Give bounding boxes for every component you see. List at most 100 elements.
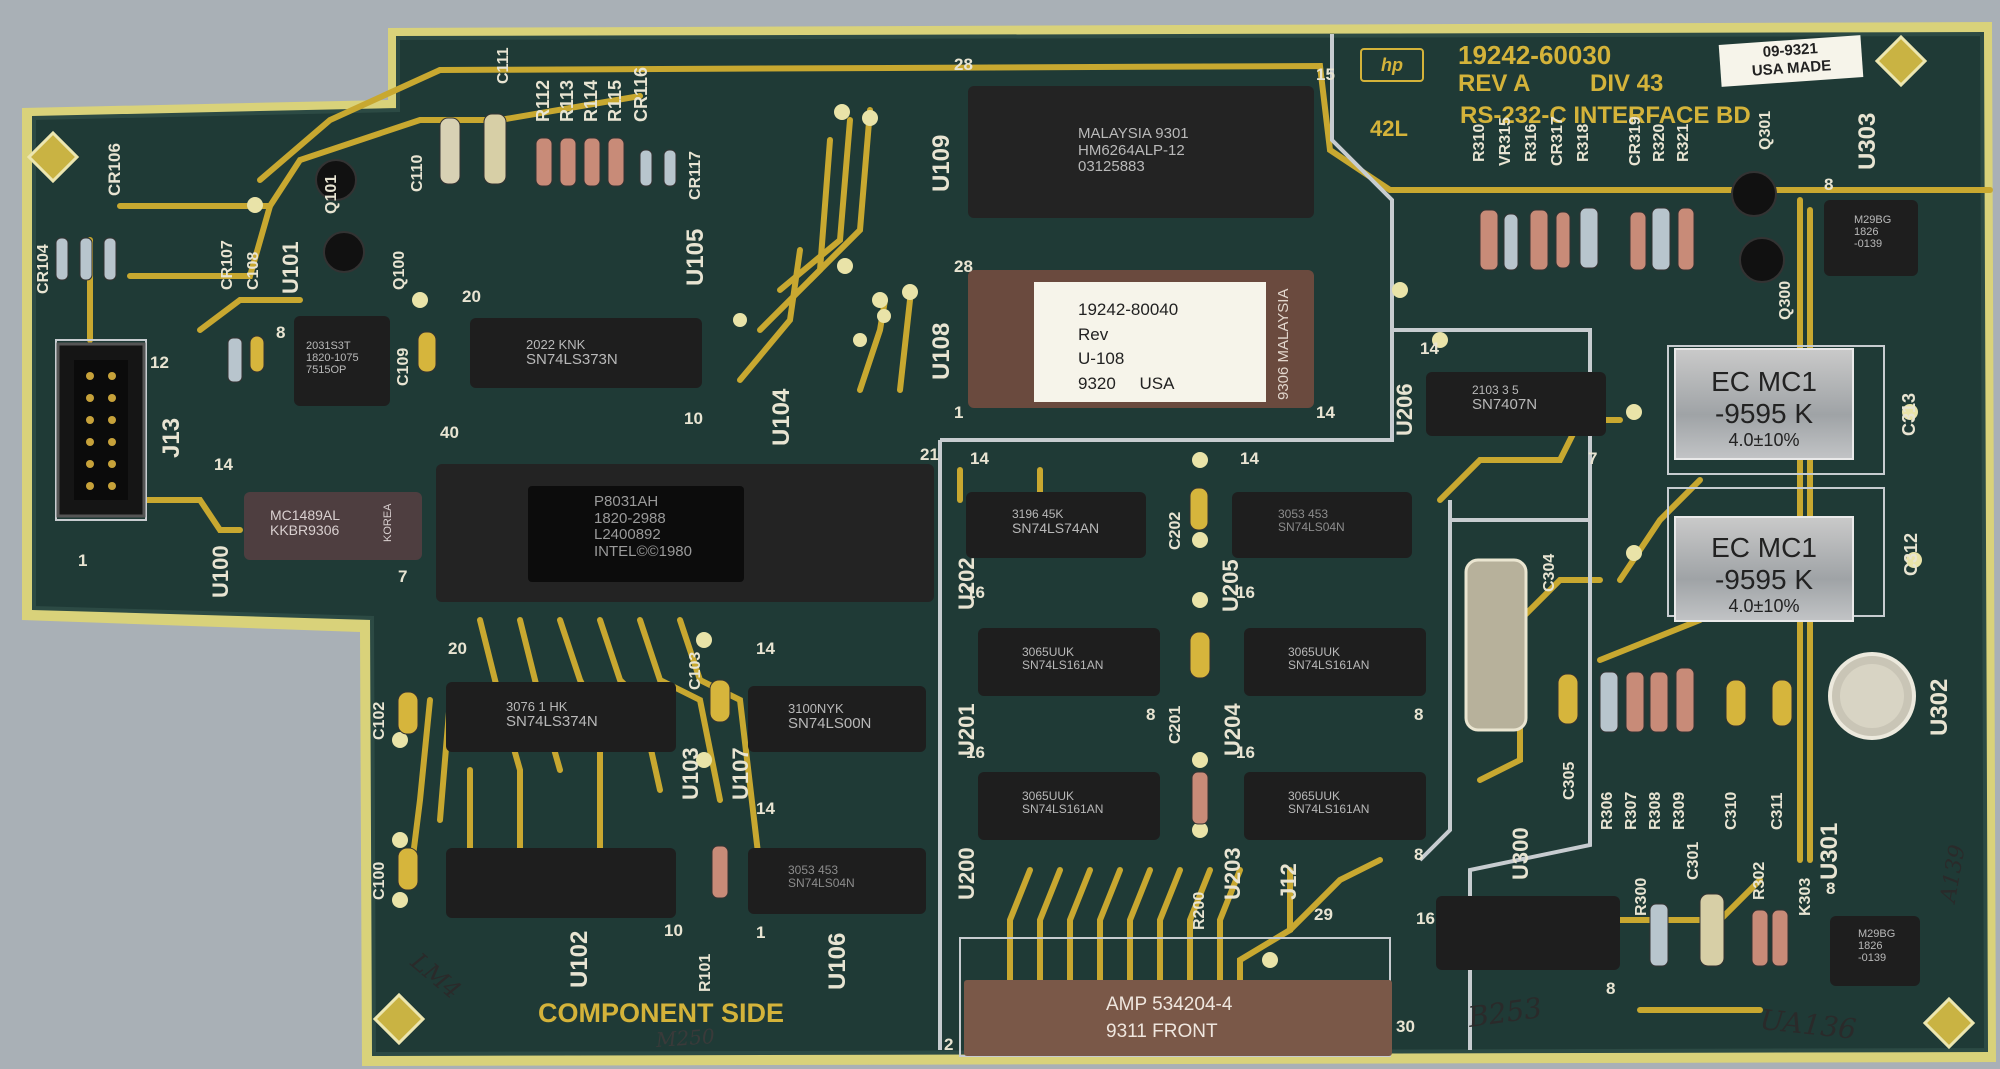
- ref-u203: U203: [1220, 847, 1245, 900]
- u303-line2: 1826: [1854, 226, 1879, 239]
- ref-c305: C305: [1561, 761, 1578, 800]
- ref-u101: U101: [278, 241, 303, 294]
- ref-c110: C110: [409, 154, 426, 192]
- chip-u300: [1436, 896, 1620, 970]
- board-title: RS-232-C INTERFACE BD: [1460, 102, 1751, 129]
- pin-label-u301-8: 8: [1826, 879, 1836, 898]
- chip-u106: 3053 453 SN74LS04N: [748, 848, 926, 914]
- u101-line2: 1820-1075: [306, 352, 359, 365]
- ref-q100: Q100: [391, 250, 408, 290]
- u108-label-line2: Rev: [1078, 324, 1109, 344]
- ref-k303: K303: [1797, 877, 1814, 916]
- ref-u303: U303: [1854, 112, 1881, 170]
- pin-label-j13-1: 1: [78, 551, 88, 570]
- ref-u200: U200: [954, 847, 979, 900]
- pin-label-u107-14: 14: [756, 639, 775, 658]
- ref-vr315: VR315: [1497, 117, 1514, 166]
- u204-line2: SN74LS161AN: [1288, 658, 1370, 673]
- component-side-label: COMPONENT SIDE: [538, 998, 785, 1028]
- ref-r101: R101: [697, 953, 714, 992]
- u203-line2: SN74LS161AN: [1288, 802, 1370, 817]
- ref-cr104: CR104: [35, 244, 52, 294]
- ref-r200: R200: [1191, 891, 1208, 930]
- board-revision: REV A: [1458, 70, 1531, 97]
- pin-label-u106-1: 1: [756, 923, 766, 942]
- c312-line3: 4.0±10%: [1728, 596, 1800, 616]
- u101-line3: 7515OP: [306, 364, 347, 377]
- ref-r300: R300: [1633, 877, 1650, 916]
- pin-label-u206-14: 14: [1420, 339, 1439, 358]
- capacitor-c312: EC MC1 -9595 K 4.0±10%: [1674, 516, 1854, 622]
- u109-line1: MALAYSIA 9301: [1078, 125, 1189, 142]
- ref-cr319: CR319: [1627, 116, 1644, 166]
- u108-eprom-label: 19242-80040 Rev U-108 9320 USA: [1034, 282, 1266, 402]
- board-code: 42L: [1370, 116, 1408, 141]
- u206-line1: 2103 3 5: [1472, 383, 1519, 397]
- ref-q300: Q300: [1777, 280, 1794, 320]
- u104-line1: P8031AH: [594, 493, 659, 510]
- u108-chip-code: 9306: [1275, 366, 1292, 400]
- connector-j12: AMP 534204-4 9311 FRONT: [964, 980, 1392, 1056]
- ref-u300: U300: [1508, 827, 1533, 880]
- board-division: DIV 43: [1590, 70, 1664, 97]
- ref-c111: C111: [495, 47, 512, 84]
- chip-u103: 3076 1 HK SN74LS374N: [446, 682, 676, 752]
- u104-line2: 1820-2988: [594, 509, 666, 527]
- chip-u100: MC1489AL KKBR9306 KOREA: [244, 492, 422, 560]
- ref-r114: R114: [581, 79, 601, 122]
- u109-line3: 03125883: [1078, 158, 1145, 175]
- u200-line2: SN74LS161AN: [1022, 802, 1104, 817]
- u108-label-origin: USA: [1139, 373, 1175, 393]
- chip-u204: 3065UUK SN74LS161AN: [1244, 628, 1426, 696]
- u107-line1: 3100NYK: [788, 701, 844, 716]
- ref-q301: Q301: [1757, 110, 1774, 150]
- chip-u203: 3065UUK SN74LS161AN: [1244, 772, 1426, 840]
- ref-q101: Q101: [323, 174, 340, 214]
- pin-label-u108-14: 14: [1316, 403, 1335, 422]
- u108-label-line1: 19242-80040: [1078, 300, 1179, 319]
- ref-r321: R321: [1675, 123, 1692, 162]
- pin-label-u100-14: 14: [214, 455, 233, 474]
- chip-u206: 2103 3 5 SN7407N: [1426, 372, 1606, 436]
- u104-line4: INTEL©©1980: [594, 542, 692, 560]
- pin-label-j13-12: 12: [150, 353, 169, 372]
- c312-line2: -9595 K: [1714, 564, 1814, 595]
- pin-label-u103-20: 20: [448, 639, 467, 658]
- u201-line2: SN74LS161AN: [1022, 658, 1104, 673]
- u205-line1: 3053 453: [1278, 507, 1329, 521]
- ref-u302: U302: [1926, 678, 1953, 736]
- chip-u105: 2022 KNK SN74LS373N: [470, 318, 702, 388]
- connector-line2: 9311 FRONT: [1106, 1020, 1218, 1042]
- pin-label-u100-7: 7: [398, 567, 408, 586]
- ref-u301: U301: [1816, 822, 1843, 880]
- ref-u109: U109: [928, 134, 955, 192]
- u204-line1: 3065UUK: [1288, 645, 1341, 659]
- ref-u107: U107: [728, 747, 753, 800]
- u206-line2: SN7407N: [1472, 396, 1538, 414]
- c313-line1: EC MC1: [1711, 366, 1817, 397]
- pin-label-u104-21: 21: [920, 445, 939, 464]
- chip-u201: 3065UUK SN74LS161AN: [978, 628, 1160, 696]
- ref-cr317: CR317: [1549, 116, 1566, 166]
- ref-u106: U106: [824, 932, 851, 990]
- capacitor-c313: EC MC1 -9595 K 4.0±10%: [1674, 348, 1854, 460]
- pin-label-u201-8: 8: [1146, 705, 1156, 724]
- ref-cr117: CR117: [687, 151, 704, 200]
- ref-u104: U104: [768, 388, 795, 446]
- chip-u202: 3196 45K SN74LS74AN: [966, 492, 1146, 558]
- board-part-number: 19242-60030: [1458, 40, 1612, 70]
- u103-line1: 3076 1 HK: [506, 699, 568, 714]
- ref-u100: U100: [208, 545, 233, 598]
- u101-line1: 2031S3T: [306, 340, 351, 352]
- ref-c100: C100: [371, 861, 388, 900]
- pin-label-u204-16: 16: [1236, 583, 1255, 602]
- chip-u205: 3053 453 SN74LS04N: [1232, 492, 1412, 558]
- u104-line3: L2400892: [594, 526, 661, 543]
- ref-r309: R309: [1671, 791, 1688, 830]
- u303-line3: -0139: [1854, 238, 1883, 251]
- u108-label-line3: U-108: [1078, 349, 1125, 369]
- u301-line3: -0139: [1858, 952, 1887, 965]
- u108-chip-origin: MALAYSIA: [1275, 288, 1292, 363]
- u108-label-date: 9320: [1078, 373, 1116, 393]
